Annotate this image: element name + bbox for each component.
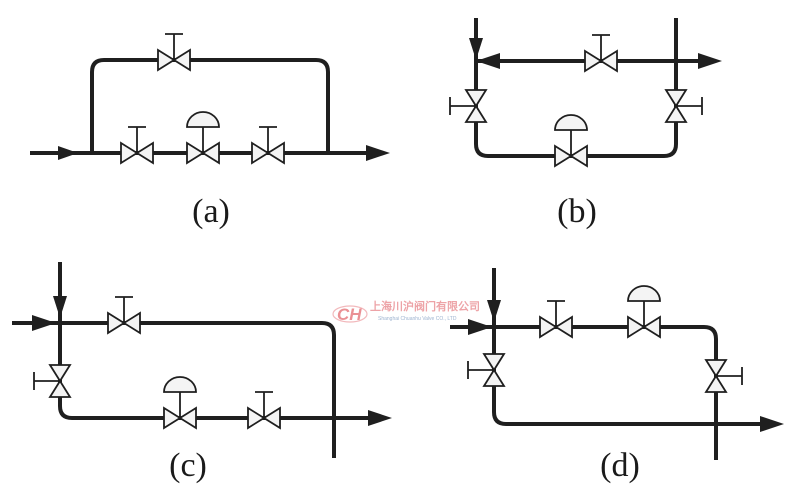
- caption-d: (d): [600, 447, 640, 484]
- control-valve: [627, 285, 661, 339]
- control-valve: [554, 114, 588, 168]
- isolation-valve-inlet: [33, 364, 72, 398]
- inlet-arrow: [468, 319, 492, 335]
- outlet-arrow: [366, 145, 390, 161]
- panel-c: (c): [12, 262, 392, 484]
- inlet-arrow: [32, 315, 56, 331]
- isolation-valve-outlet: [251, 126, 285, 165]
- inlet-riser: [492, 268, 770, 426]
- isolation-valve-inlet: [539, 300, 573, 339]
- panel-a: (a): [30, 33, 390, 230]
- bypass-valve: [584, 34, 618, 73]
- bypass-pipe: [12, 321, 336, 458]
- inlet-riser: [58, 262, 380, 420]
- isolation-valve-right: [664, 89, 703, 123]
- panel-d: (d): [450, 268, 784, 484]
- outlet-arrow: [368, 410, 392, 426]
- watermark-company-cn: 上海川沪阀门有限公司: [370, 299, 480, 313]
- outlet-arrow: [760, 416, 784, 432]
- control-valve: [163, 376, 197, 430]
- bypass-valve: [107, 296, 141, 335]
- watermark-logo-ring: [332, 305, 368, 323]
- bypass-pipe: [450, 325, 718, 460]
- watermark-logo: CH: [337, 305, 362, 324]
- inlet-arrow: [58, 146, 78, 160]
- watermark: CH 上海川沪阀门有限公司 Shanghai Chuanhu Valve CO.…: [332, 299, 480, 324]
- down-arrow: [53, 296, 67, 318]
- down-arrow: [487, 300, 501, 322]
- control-valve: [186, 111, 220, 165]
- down-arrow: [469, 38, 483, 60]
- caption-c: (c): [169, 447, 207, 484]
- caption-b: (b): [557, 193, 597, 230]
- bypass-pipe: [90, 58, 330, 153]
- inlet-riser: [474, 18, 678, 158]
- left-arrow: [476, 53, 500, 69]
- watermark-company-en: Shanghai Chuanhu Valve CO., LTD: [378, 316, 457, 322]
- caption-a: (a): [192, 193, 230, 230]
- isolation-valve-outlet: [704, 359, 743, 393]
- bypass-valve: [467, 353, 506, 387]
- isolation-valve-outlet: [247, 391, 281, 430]
- isolation-valve-inlet: [120, 126, 154, 165]
- panel-b: (b): [449, 18, 722, 230]
- isolation-valve-left: [449, 89, 488, 123]
- right-arrow: [698, 53, 722, 69]
- bypass-valve: [157, 33, 191, 72]
